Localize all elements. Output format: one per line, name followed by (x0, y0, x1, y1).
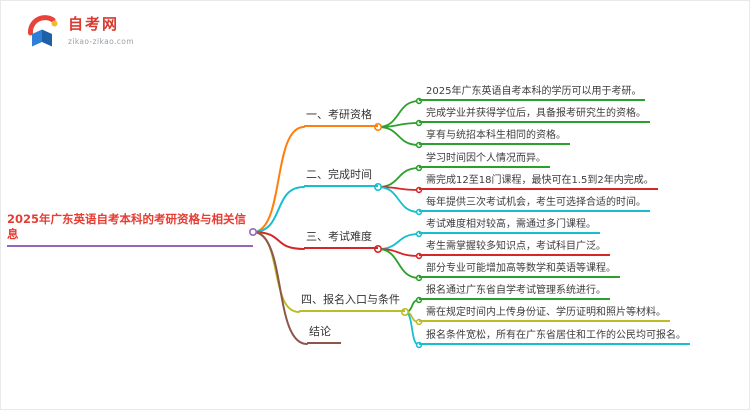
site-url: zikao-zikao.com (68, 37, 134, 46)
link-branch2-leaf3 (377, 186, 420, 213)
leaf-node[interactable]: 学习时间因个人情况而异。 (419, 152, 550, 168)
leaf-node[interactable]: 部分专业可能增加高等数学和英语等课程。 (419, 262, 620, 278)
leaf-node[interactable]: 考试难度相对较高，需通过多门课程。 (419, 218, 600, 234)
link-root-branch3 (252, 231, 305, 250)
link-branch1-leaf2 (377, 122, 420, 128)
site-name: 自考网 (68, 15, 120, 33)
link-branch1-leaf3 (377, 126, 420, 146)
link-root-branch5 (252, 231, 308, 345)
branch-node-jielun[interactable]: 结论 (307, 325, 341, 344)
leaf-node[interactable]: 考生需掌握较多知识点，考试科目广泛。 (419, 240, 610, 256)
branch-node-kaoshi-nandu[interactable]: 三、考试难度 (304, 230, 378, 249)
link-root-branch2 (252, 186, 305, 233)
leaf-node[interactable]: 报名条件宽松，所有在广东省居住和工作的公民均可报名。 (419, 329, 690, 345)
leaf-node[interactable]: 需完成12至18门课程，最快可在1.5到2年内完成。 (419, 174, 658, 190)
leaf-node[interactable]: 每年提供三次考试机会，考生可选择合适的时间。 (419, 196, 650, 212)
branch-node-kaoyan-zige[interactable]: 一、考研资格 (304, 108, 378, 127)
leaf-node[interactable]: 报名通过广东省自学考试管理系统进行。 (419, 284, 610, 300)
site-logo[interactable]: 自考网 zikao-zikao.com (23, 13, 134, 51)
link-root-branch1 (252, 126, 305, 233)
leaf-node[interactable]: 享有与统招本科生相同的资格。 (419, 129, 570, 145)
toggle-root-node[interactable] (249, 228, 258, 237)
root-node-title[interactable]: 2025年广东英语自考本科的考研资格与相关信息 (7, 212, 253, 247)
leaf-node[interactable]: 2025年广东英语自考本科的学历可以用于考研。 (419, 85, 646, 101)
branch-node-wancheng-shijian[interactable]: 二、完成时间 (304, 168, 378, 187)
link-branch3-leaf1 (377, 233, 420, 250)
link-branch3-leaf3 (377, 248, 420, 279)
branch-node-baoming-rukou[interactable]: 四、报名入口与条件 (299, 293, 405, 312)
logo-icon (27, 15, 58, 47)
leaf-node[interactable]: 需在规定时间内上传身份证、学历证明和照片等材料。 (419, 306, 670, 322)
link-branch2-leaf1 (377, 167, 420, 188)
leaf-node[interactable]: 完成学业并获得学位后，具备报考研究生的资格。 (419, 107, 650, 123)
logo-text: 自考网 zikao-zikao.com (68, 13, 134, 47)
